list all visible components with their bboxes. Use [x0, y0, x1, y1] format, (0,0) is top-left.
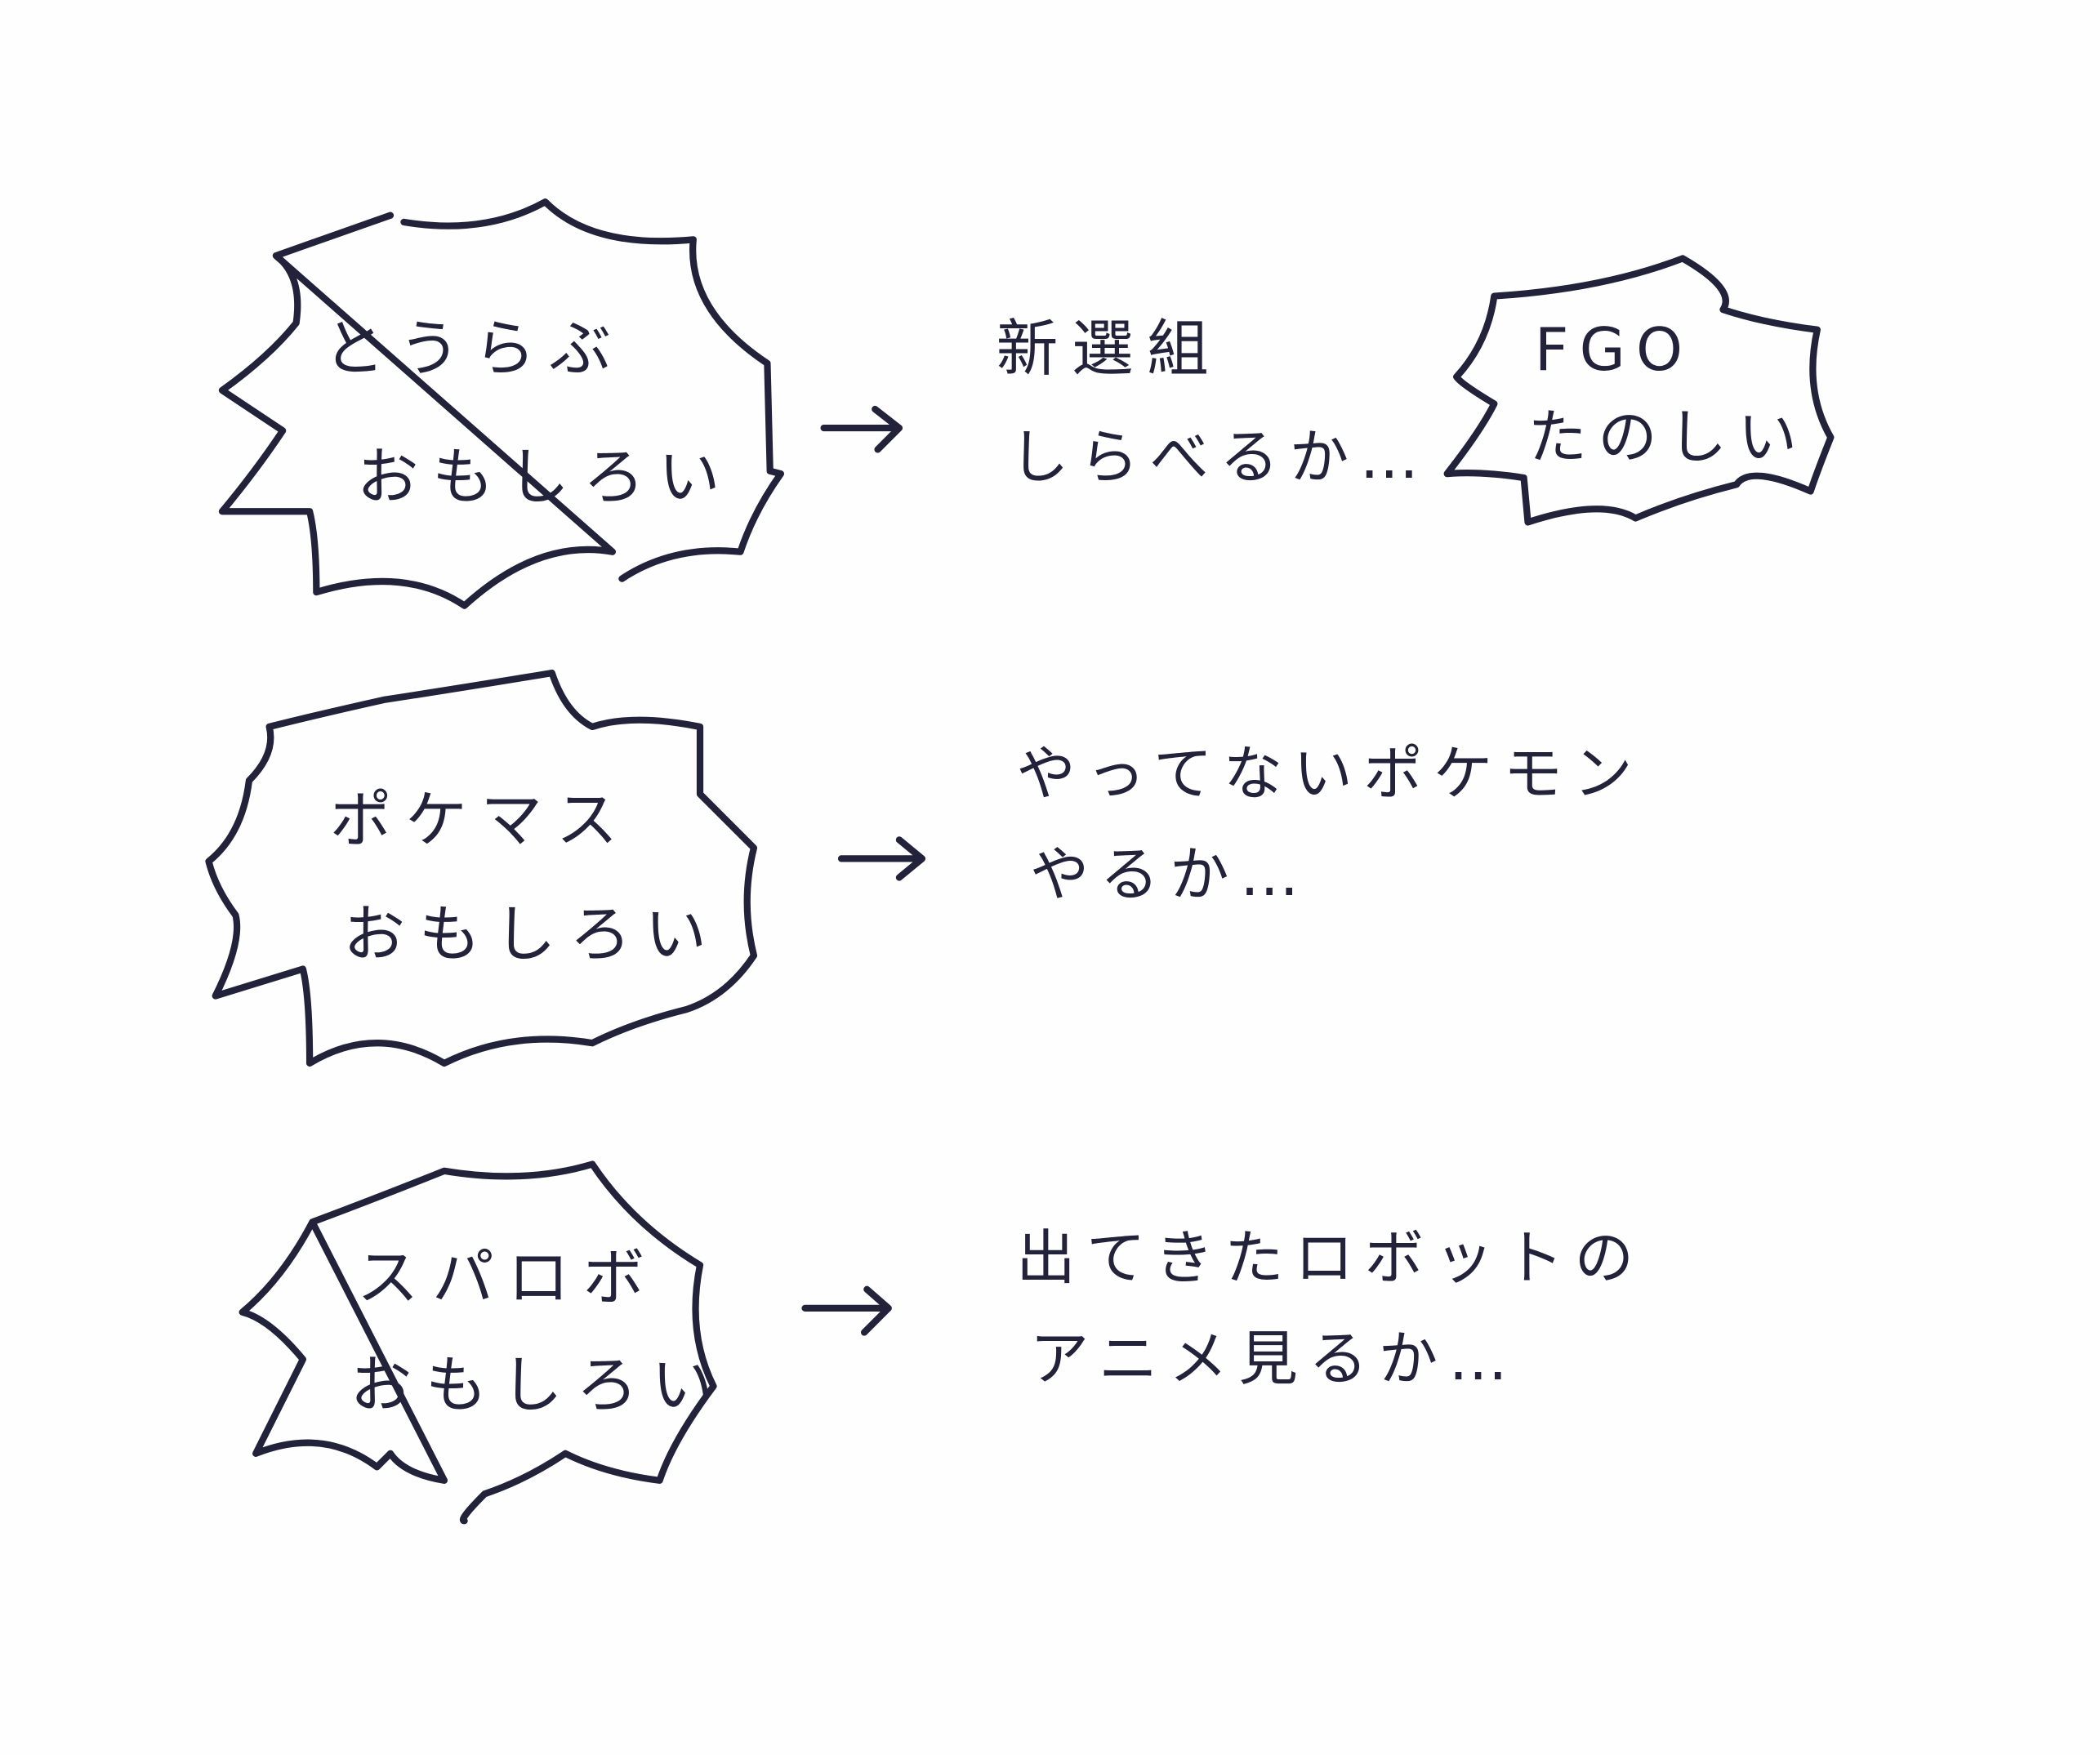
result-line-1: 出てきたロボットの — [1016, 1225, 1644, 1294]
row-3: スパロボ おもしろい 出てきたロボットの アニメ見るか… — [239, 1160, 1644, 1525]
bubble-line-1: ポケマス — [330, 784, 631, 856]
bubble-line-2: おもしろい — [350, 1349, 727, 1421]
bubble-line-1: スパロボ — [357, 1241, 658, 1313]
result-line-1: 新選組 — [996, 313, 1223, 385]
burst-bubble-fgo — [1443, 255, 1835, 526]
row-1: とうらぶ おもしろい 新選組 しらべるか… FGO たのしい — [218, 198, 1835, 609]
arrow-icon — [820, 405, 903, 453]
result-line-1: やってないポケモン — [1016, 740, 1643, 808]
extra-bubble-line-2: たのしい — [1528, 403, 1808, 472]
bubble-line-2: おもしろい — [357, 441, 733, 513]
result-line-2: やるか… — [1030, 841, 1310, 910]
arrow-icon — [837, 836, 926, 881]
result-line-2: しらべるか… — [1010, 424, 1429, 492]
result-line-2: アニメ見るか… — [1030, 1325, 1518, 1394]
bubble-line-2: おもしろい — [343, 898, 720, 970]
arrow-icon — [801, 1285, 892, 1336]
row-2: ポケマス おもしろい やってないポケモン やるか… — [205, 669, 1643, 1067]
burst-bubble-touken — [218, 198, 785, 609]
burst-bubble-srw — [239, 1160, 717, 1525]
bubble-line-1: とうらぶ — [323, 313, 625, 385]
burst-bubble-pokemas — [205, 669, 758, 1067]
extra-bubble-line-1: FGO — [1535, 316, 1694, 385]
